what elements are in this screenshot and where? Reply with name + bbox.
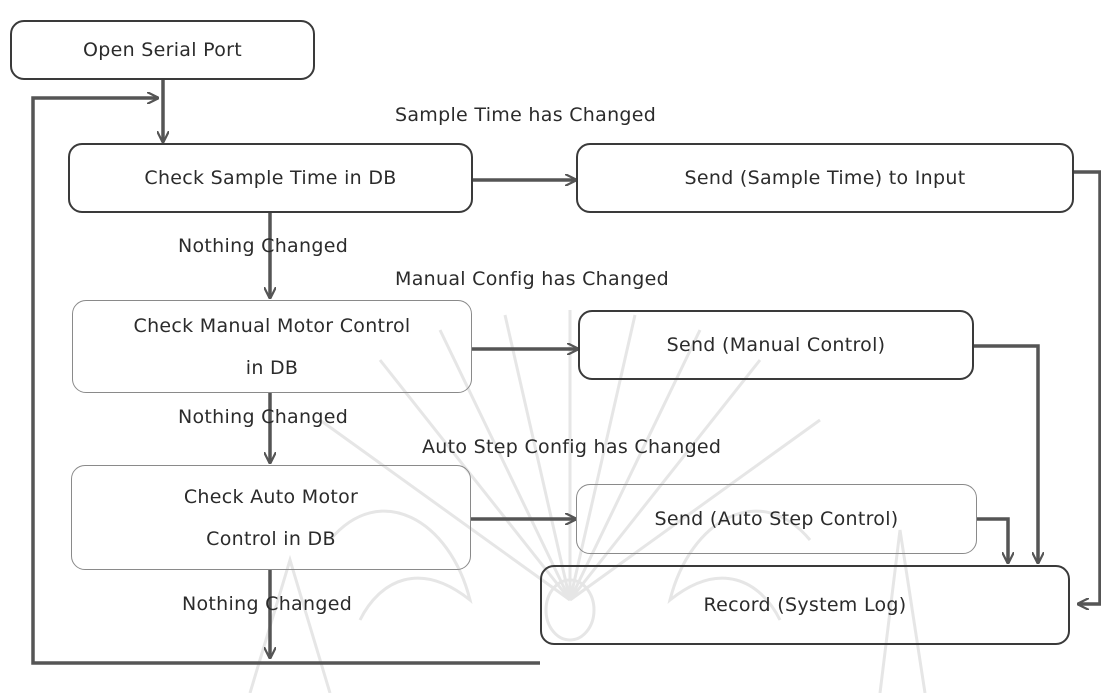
- flow-send-manual-to-record: [974, 344, 1038, 563]
- label-nothing-changed-3: Nothing Changed: [182, 593, 353, 615]
- label-nothing-changed-1: Nothing Changed: [178, 235, 349, 257]
- check-manual-control-line1: Check Manual Motor Control: [133, 314, 411, 337]
- check-auto-control-line2: Control in DB: [206, 527, 336, 550]
- check-sample-time-node: Check Sample Time in DB: [68, 143, 473, 213]
- open-serial-port-node: Open Serial Port: [10, 20, 315, 80]
- send-auto-step-node: Send (Auto Step Control): [576, 484, 977, 554]
- check-auto-control-line1: Check Auto Motor: [183, 485, 359, 508]
- check-manual-control-node: Check Manual Motor Control in DB: [72, 300, 472, 393]
- flow-loop-back: [31, 98, 540, 665]
- send-manual-control-node: Send (Manual Control): [578, 310, 974, 380]
- check-auto-control-node: Check Auto Motor Control in DB: [71, 465, 471, 570]
- send-auto-step-text: Send (Auto Step Control): [654, 508, 899, 530]
- label-manual-changed: Manual Config has Changed: [395, 268, 670, 290]
- record-system-log-node: Record (System Log): [540, 565, 1070, 645]
- record-system-log-text: Record (System Log): [703, 594, 907, 616]
- check-sample-time-text: Check Sample Time in DB: [144, 167, 397, 189]
- check-manual-control-line2: in DB: [245, 356, 299, 379]
- label-auto-changed: Auto Step Config has Changed: [422, 436, 722, 458]
- send-sample-time-text: Send (Sample Time) to Input: [684, 167, 966, 189]
- send-manual-control-text: Send (Manual Control): [666, 334, 886, 356]
- flow-send-auto-to-record: [977, 517, 1008, 563]
- open-serial-port-text: Open Serial Port: [82, 39, 243, 61]
- label-sample-changed: Sample Time has Changed: [395, 104, 657, 126]
- label-nothing-changed-2: Nothing Changed: [178, 406, 349, 428]
- send-sample-time-node: Send (Sample Time) to Input: [576, 143, 1074, 213]
- flow-send-sample-to-record: [1074, 170, 1101, 604]
